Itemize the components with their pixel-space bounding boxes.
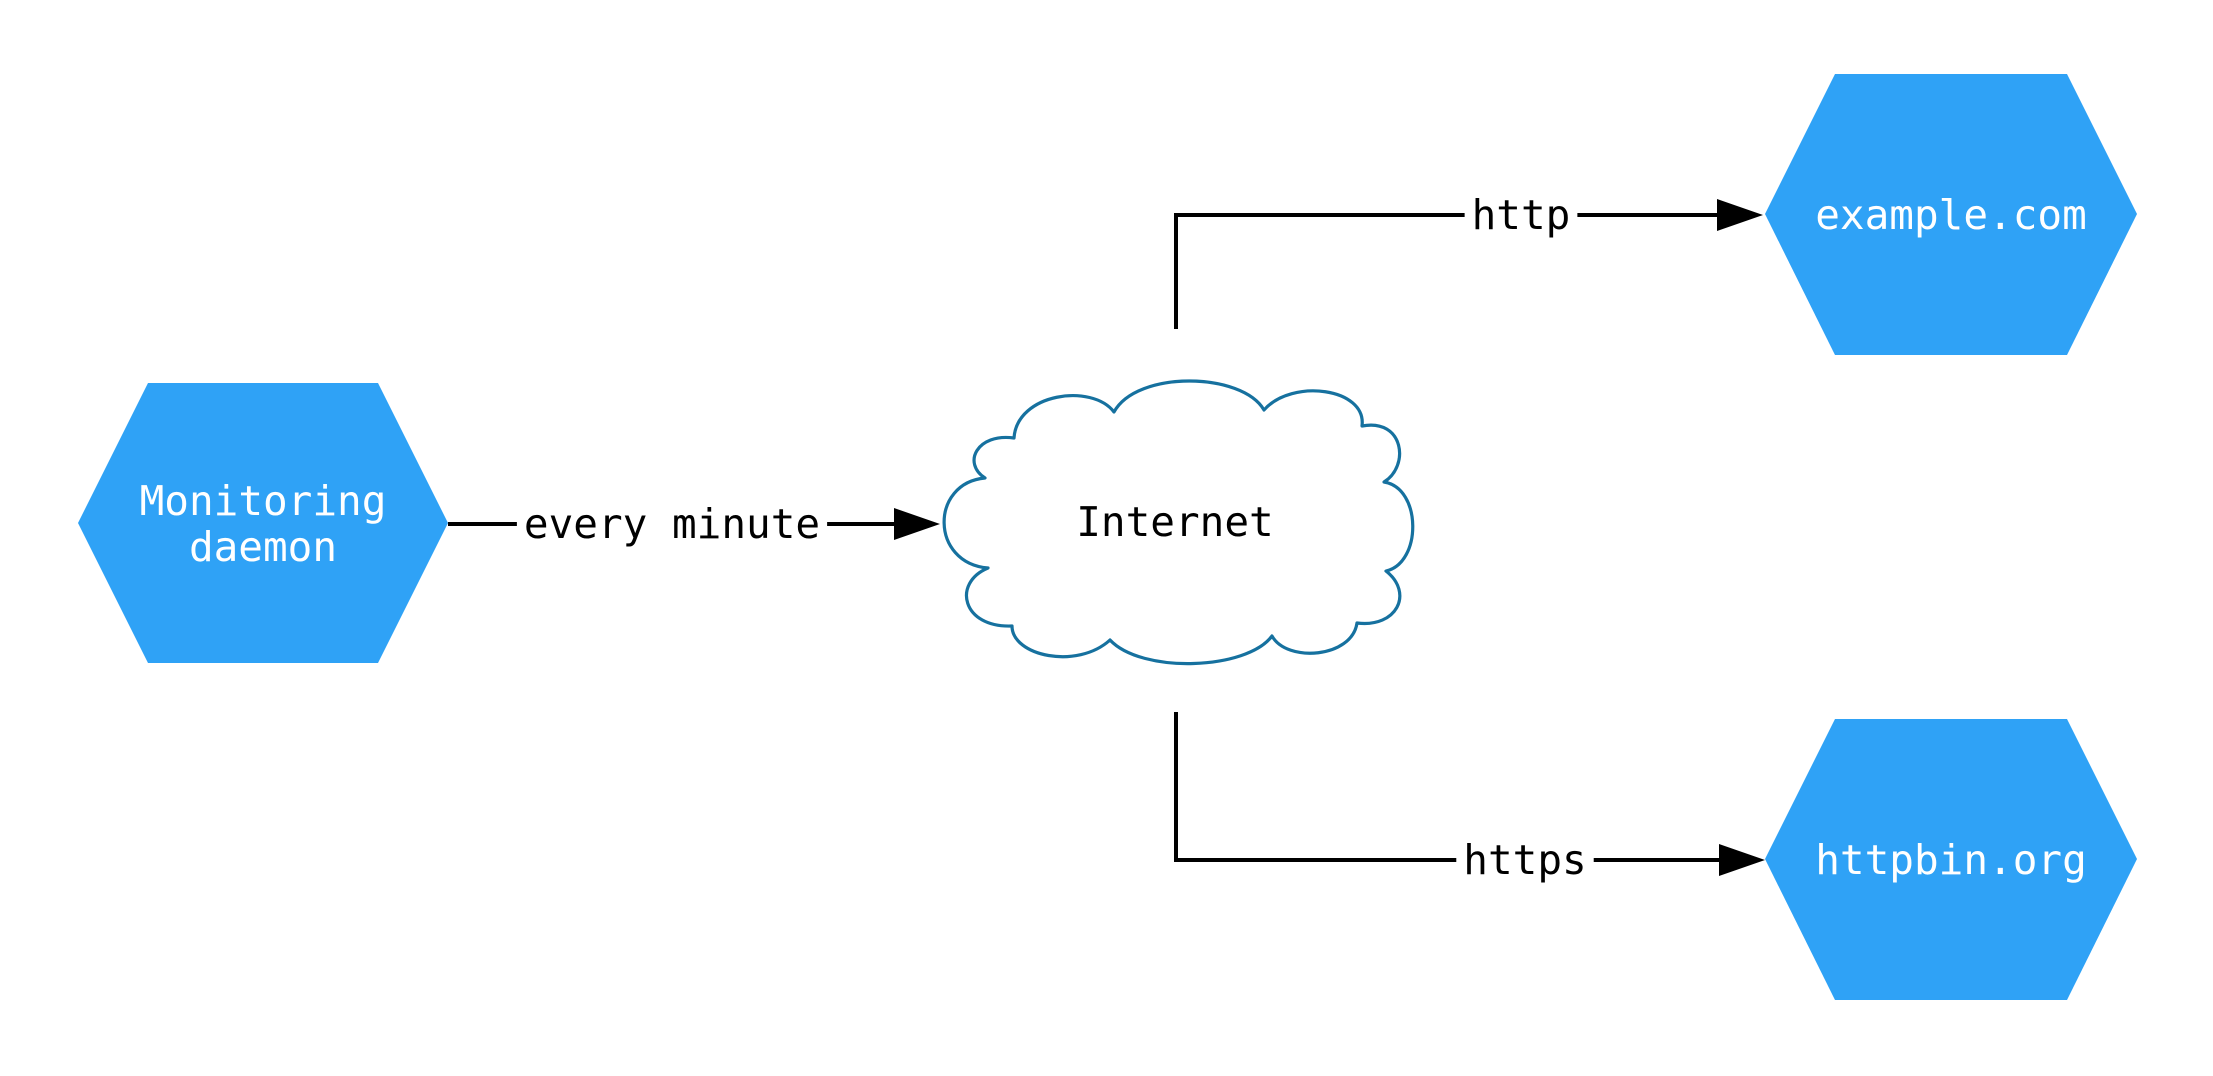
example-com-label: example.com — [1815, 191, 2087, 239]
edge-every-minute-label: every minute — [524, 500, 820, 548]
httpbin-org-hexagon — [1765, 719, 2137, 1000]
monitoring-daemon-hexagon — [78, 383, 448, 663]
edge-https-label: https — [1463, 836, 1586, 884]
monitoring-daemon-label-line1: Monitoring — [140, 477, 387, 525]
edge-http-label: http — [1472, 191, 1571, 239]
edge-http: http — [1174, 184, 1763, 329]
edge-http-arrowhead-icon — [1717, 199, 1763, 231]
edge-https-label-bg — [1456, 829, 1594, 891]
monitoring-daemon-label-line2: daemon — [189, 523, 337, 571]
internet-label: Internet — [1076, 498, 1273, 546]
node-internet: Internet — [942, 379, 1415, 666]
internet-cloud-shape — [942, 379, 1415, 666]
example-com-hexagon — [1765, 74, 2137, 355]
edge-every-minute-label-bg — [516, 493, 828, 555]
edge-https-arrowhead-icon — [1719, 844, 1765, 876]
node-httpbin-org: httpbin.org — [1765, 719, 2137, 1000]
node-example-com: example.com — [1765, 74, 2137, 355]
edge-https: https — [1174, 712, 1765, 891]
edge-every-minute-arrowhead-icon — [894, 508, 940, 540]
edge-http-label-bg — [1464, 184, 1578, 246]
node-monitoring-daemon: Monitoring daemon — [78, 383, 448, 663]
edge-every-minute: every minute — [448, 493, 940, 555]
httpbin-org-label: httpbin.org — [1815, 836, 2087, 884]
